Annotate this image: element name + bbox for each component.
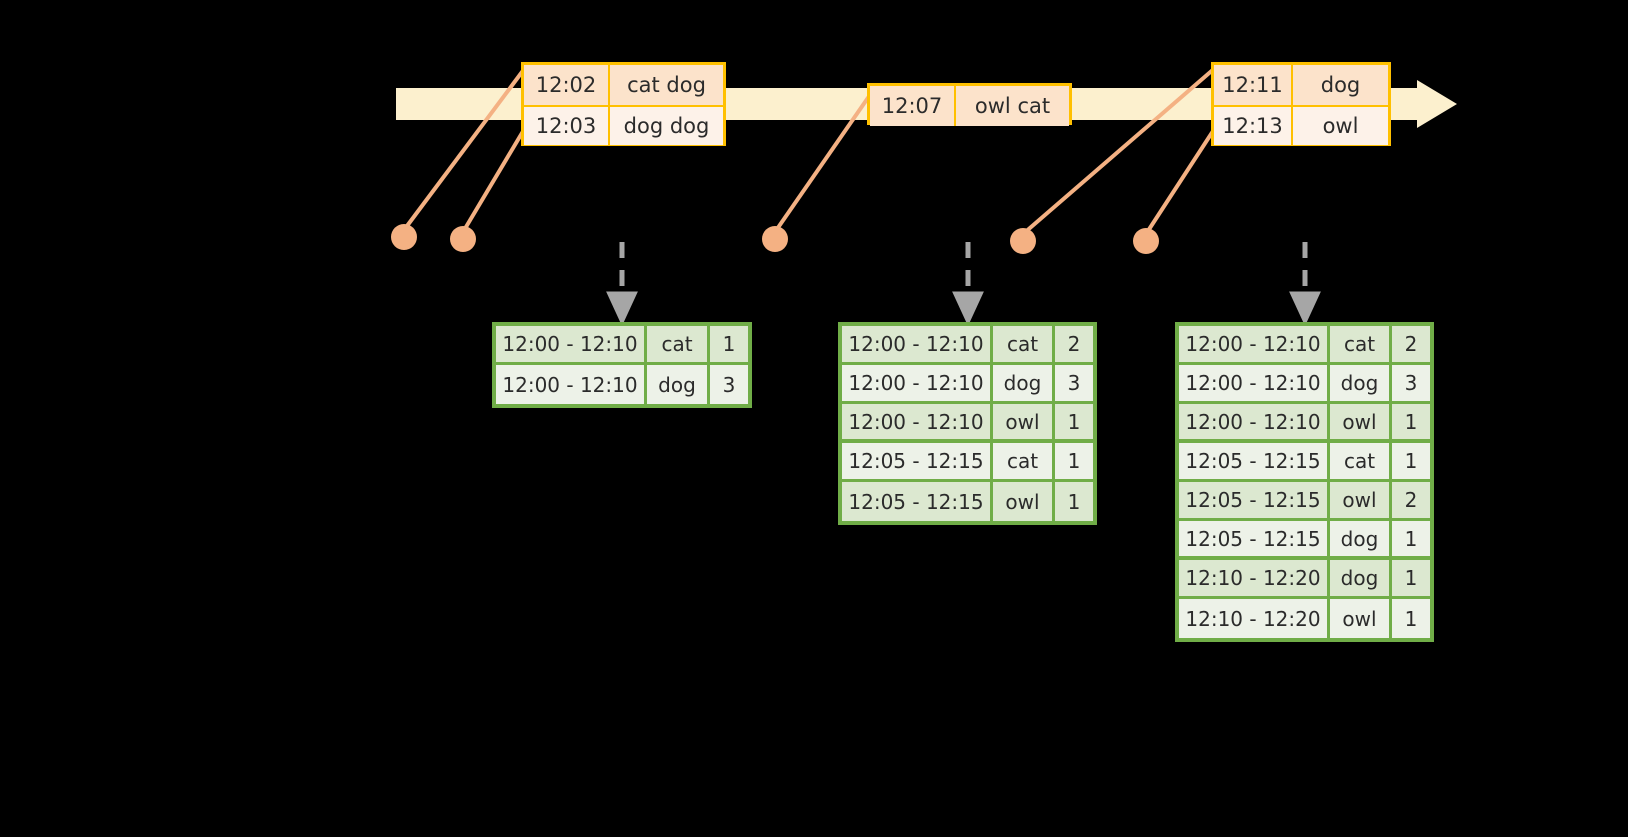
result-count-cell: 2 xyxy=(1392,326,1430,365)
result-window-cell: 12:00 - 12:10 xyxy=(496,365,647,404)
result-count-cell: 3 xyxy=(1392,365,1430,404)
event-words: cat dog xyxy=(610,65,723,105)
timeline-arrowhead-icon xyxy=(1417,80,1457,128)
result-word-cell: owl xyxy=(1330,482,1392,521)
result-count-cell: 1 xyxy=(1055,482,1093,521)
result-count-cell: 1 xyxy=(1392,560,1430,599)
event-words: owl xyxy=(1293,107,1388,145)
result-word-cell: dog xyxy=(1330,365,1392,404)
result-word-cell: cat xyxy=(993,326,1055,365)
result-count-cell: 1 xyxy=(1055,443,1093,482)
event-time: 12:02 xyxy=(524,65,610,105)
result-word-cell: owl xyxy=(1330,404,1392,443)
result-window-cell: 12:00 - 12:10 xyxy=(1179,365,1330,404)
result-word-cell: cat xyxy=(647,326,710,365)
connector-dot-1211 xyxy=(1010,228,1036,254)
result-word-cell: dog xyxy=(993,365,1055,404)
result-word-cell: owl xyxy=(993,482,1055,521)
result-word-cell: cat xyxy=(1330,443,1392,482)
result-word-cell: dog xyxy=(647,365,710,404)
result-window-cell: 12:00 - 12:10 xyxy=(842,326,993,365)
result-count-cell: 1 xyxy=(710,326,748,365)
result-word-cell: dog xyxy=(1330,560,1392,599)
result-count-cell: 3 xyxy=(1055,365,1093,404)
event-box-group-2[interactable]: 12:07 owl cat xyxy=(867,83,1072,126)
result-count-cell: 1 xyxy=(1392,599,1430,638)
event-box-group-3[interactable]: 12:11 dog 12:13 owl xyxy=(1211,62,1391,146)
connector-dot-1202 xyxy=(391,224,417,250)
result-window-cell: 12:00 - 12:10 xyxy=(496,326,647,365)
result-count-cell: 1 xyxy=(1055,404,1093,443)
result-count-cell: 1 xyxy=(1392,404,1430,443)
result-window-cell: 12:05 - 12:15 xyxy=(1179,521,1330,560)
result-window-cell: 12:05 - 12:15 xyxy=(842,443,993,482)
result-window-cell: 12:00 - 12:10 xyxy=(1179,404,1330,443)
result-window-cell: 12:00 - 12:10 xyxy=(842,404,993,443)
result-count-cell: 2 xyxy=(1392,482,1430,521)
connector-dot-1207 xyxy=(762,226,788,252)
result-count-cell: 1 xyxy=(1392,521,1430,560)
result-word-cell: owl xyxy=(1330,599,1392,638)
event-words: dog xyxy=(1293,65,1388,105)
event-row[interactable]: 12:11 dog xyxy=(1214,65,1388,105)
event-box-group-1[interactable]: 12:02 cat dog 12:03 dog dog xyxy=(521,62,726,146)
event-time: 12:11 xyxy=(1214,65,1293,105)
event-words: dog dog xyxy=(610,107,723,145)
result-word-cell: cat xyxy=(993,443,1055,482)
result-window-cell: 12:00 - 12:10 xyxy=(1179,326,1330,365)
connector-dot-1203 xyxy=(450,226,476,252)
result-window-cell: 12:05 - 12:15 xyxy=(1179,443,1330,482)
result-count-cell: 1 xyxy=(1392,443,1430,482)
event-row[interactable]: 12:07 owl cat xyxy=(870,86,1069,126)
result-window-cell: 12:10 - 12:20 xyxy=(1179,560,1330,599)
connector-dot-1213 xyxy=(1133,228,1159,254)
event-time: 12:03 xyxy=(524,107,610,145)
result-word-cell: dog xyxy=(1330,521,1392,560)
result-count-cell: 3 xyxy=(710,365,748,404)
result-window-cell: 12:10 - 12:20 xyxy=(1179,599,1330,638)
event-time: 12:07 xyxy=(870,86,956,126)
result-count-cell: 2 xyxy=(1055,326,1093,365)
event-row[interactable]: 12:03 dog dog xyxy=(524,105,723,145)
result-word-cell: owl xyxy=(993,404,1055,443)
result-window-cell: 12:05 - 12:15 xyxy=(842,482,993,521)
result-window-cell: 12:05 - 12:15 xyxy=(1179,482,1330,521)
result-word-cell: cat xyxy=(1330,326,1392,365)
event-time: 12:13 xyxy=(1214,107,1293,145)
event-row[interactable]: 12:02 cat dog xyxy=(524,65,723,105)
event-row[interactable]: 12:13 owl xyxy=(1214,105,1388,145)
event-words: owl cat xyxy=(956,86,1069,126)
result-window-cell: 12:00 - 12:10 xyxy=(842,365,993,404)
